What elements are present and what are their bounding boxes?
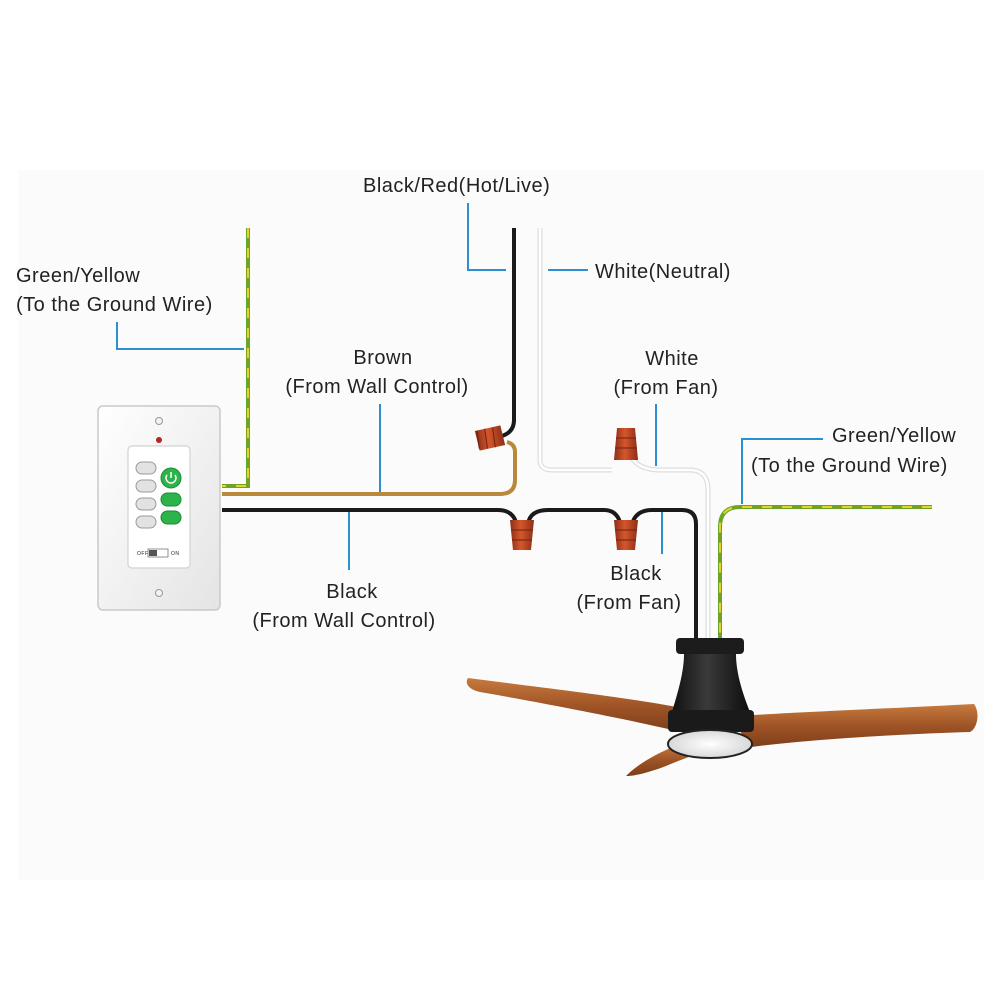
power-slide-switch[interactable] (147, 548, 169, 558)
switch-on-label: ON (171, 551, 180, 557)
label-hot-live: Black/Red(Hot/Live) (363, 175, 550, 197)
label-white-fan-subtitle: (From Fan) (614, 377, 719, 399)
black-fan-wire (630, 508, 698, 648)
wall-control: OFF ON (97, 405, 221, 611)
timer-button[interactable] (135, 515, 157, 529)
label-black-fan-subtitle: (From Fan) (577, 592, 682, 614)
ceiling-fan (466, 638, 978, 776)
label-ground-right-subtitle: (To the Ground Wire) (751, 455, 948, 477)
black-wall-wire (222, 508, 518, 523)
light-button[interactable] (160, 492, 182, 507)
white-fan-wire-core (630, 457, 710, 648)
fan-motor-housing (672, 654, 750, 712)
hot-live-wire (501, 228, 516, 438)
plate-screw-bottom (155, 589, 163, 597)
ground-wire-left (222, 228, 250, 488)
label-white-fan-title: White (645, 348, 699, 370)
dimmer-button[interactable] (160, 510, 182, 525)
plate-screw-top (155, 417, 163, 425)
label-ground-right-title: Green/Yellow (832, 425, 956, 447)
fan-high-button[interactable] (135, 497, 157, 511)
label-black-wall-subtitle: (From Wall Control) (252, 610, 435, 632)
brown-wire (222, 440, 517, 496)
callout-ground-left (116, 322, 244, 350)
ground-wire-right (718, 505, 932, 648)
callout-ground-right (741, 438, 823, 504)
label-brown-subtitle: (From Wall Control) (285, 376, 468, 398)
label-ground-left-subtitle: (To the Ground Wire) (16, 294, 213, 316)
indicator-led (156, 437, 162, 443)
white-neutral-wire-core (538, 228, 612, 472)
wire-nut-connector-hot (474, 425, 506, 451)
label-black-fan-title: Black (610, 563, 662, 585)
wire-nut-connector-neutral (614, 428, 638, 460)
callout-lines (116, 203, 823, 570)
fan-canopy (676, 638, 744, 654)
black-link-wire (526, 508, 622, 525)
label-brown-title: Brown (353, 347, 412, 369)
switch-off-label: OFF (137, 551, 149, 557)
fan-light-kit (667, 729, 753, 759)
wire-nut-connector-black-wall (510, 520, 534, 550)
power-icon (165, 472, 177, 484)
fan-blade-right (738, 704, 978, 748)
wire-nut-connector-black-fan (614, 520, 638, 550)
label-white-neutral: White(Neutral) (595, 261, 731, 283)
fan-blade-left (466, 678, 700, 734)
fan-medium-button[interactable] (135, 479, 157, 493)
fan-low-button[interactable] (135, 461, 157, 475)
callout-hot-live (467, 203, 506, 271)
power-slide-knob (149, 550, 157, 556)
label-ground-left-title: Green/Yellow (16, 265, 140, 287)
label-black-wall-title: Black (326, 581, 378, 603)
fan-lower-band (668, 710, 754, 732)
